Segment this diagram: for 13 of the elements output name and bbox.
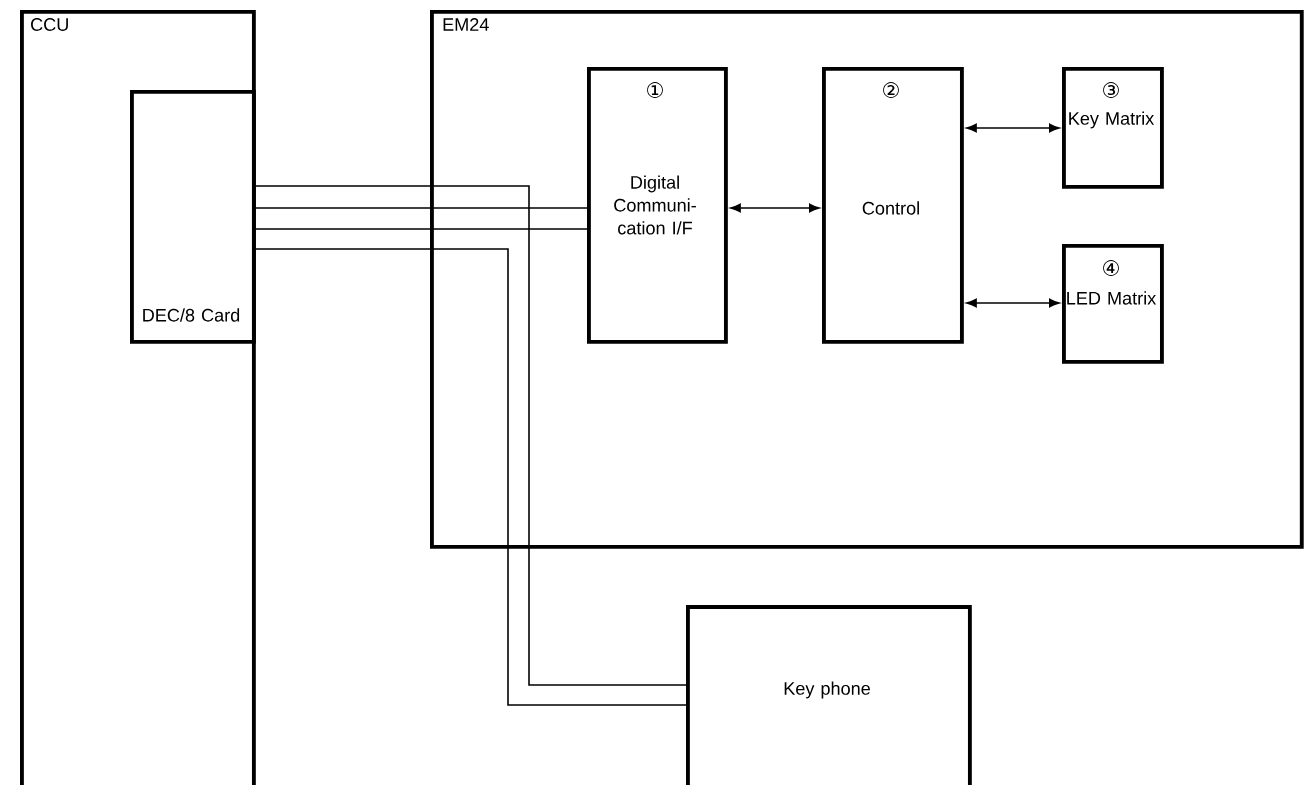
block-box: ② Control [822, 67, 964, 344]
block-box: ③ Key Matrix [1062, 67, 1164, 189]
connector-arrow [730, 203, 820, 213]
connector-arrow [966, 298, 1060, 308]
block-box: Key phone [686, 605, 972, 785]
connector-line [255, 207, 588, 209]
block-box: ④ LED Matrix [1062, 244, 1164, 364]
block-box: DEC/8 Card [130, 90, 256, 344]
connector-arrow [966, 123, 1060, 133]
block-box: ① Digital Communi- cation I/F [587, 67, 728, 344]
connector-line [255, 248, 687, 706]
connector-line [255, 185, 687, 686]
connector-line [255, 228, 588, 230]
